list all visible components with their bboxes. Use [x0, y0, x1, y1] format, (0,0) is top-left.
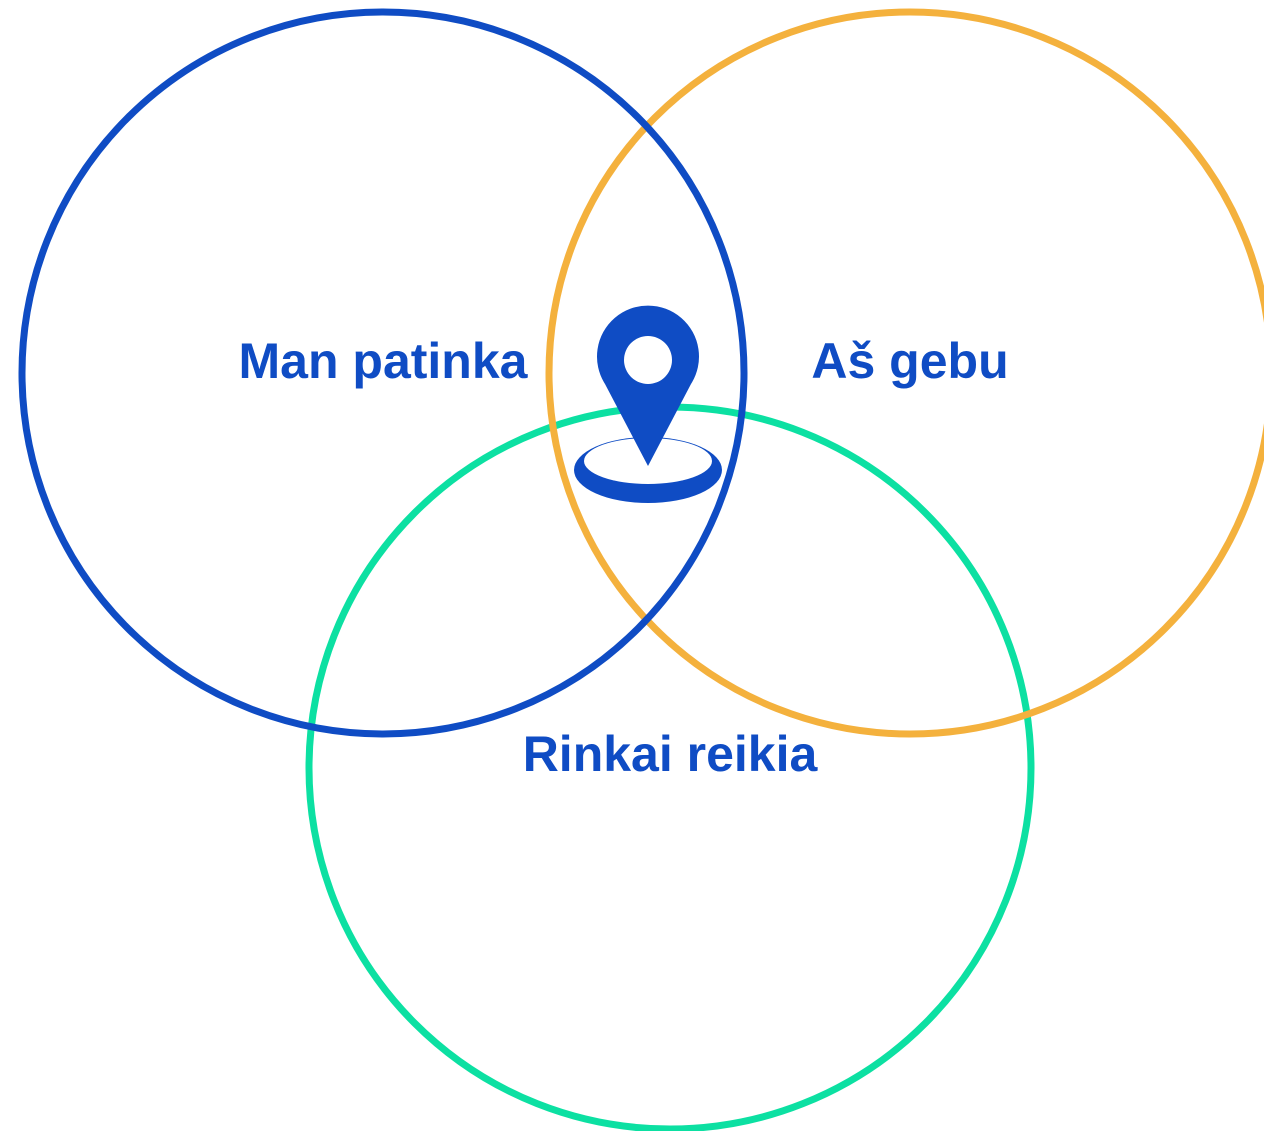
location-pin-body [597, 305, 699, 466]
location-pin-icon [574, 305, 722, 503]
circle-man-patinka [18, 8, 748, 738]
label-rinkai-reikia: Rinkai reikia [523, 726, 819, 782]
location-pin-hole [624, 336, 672, 384]
label-man-patinka: Man patinka [239, 333, 529, 389]
circle-as-gebu [545, 8, 1264, 738]
label-as-gebu: Aš gebu [811, 333, 1008, 389]
